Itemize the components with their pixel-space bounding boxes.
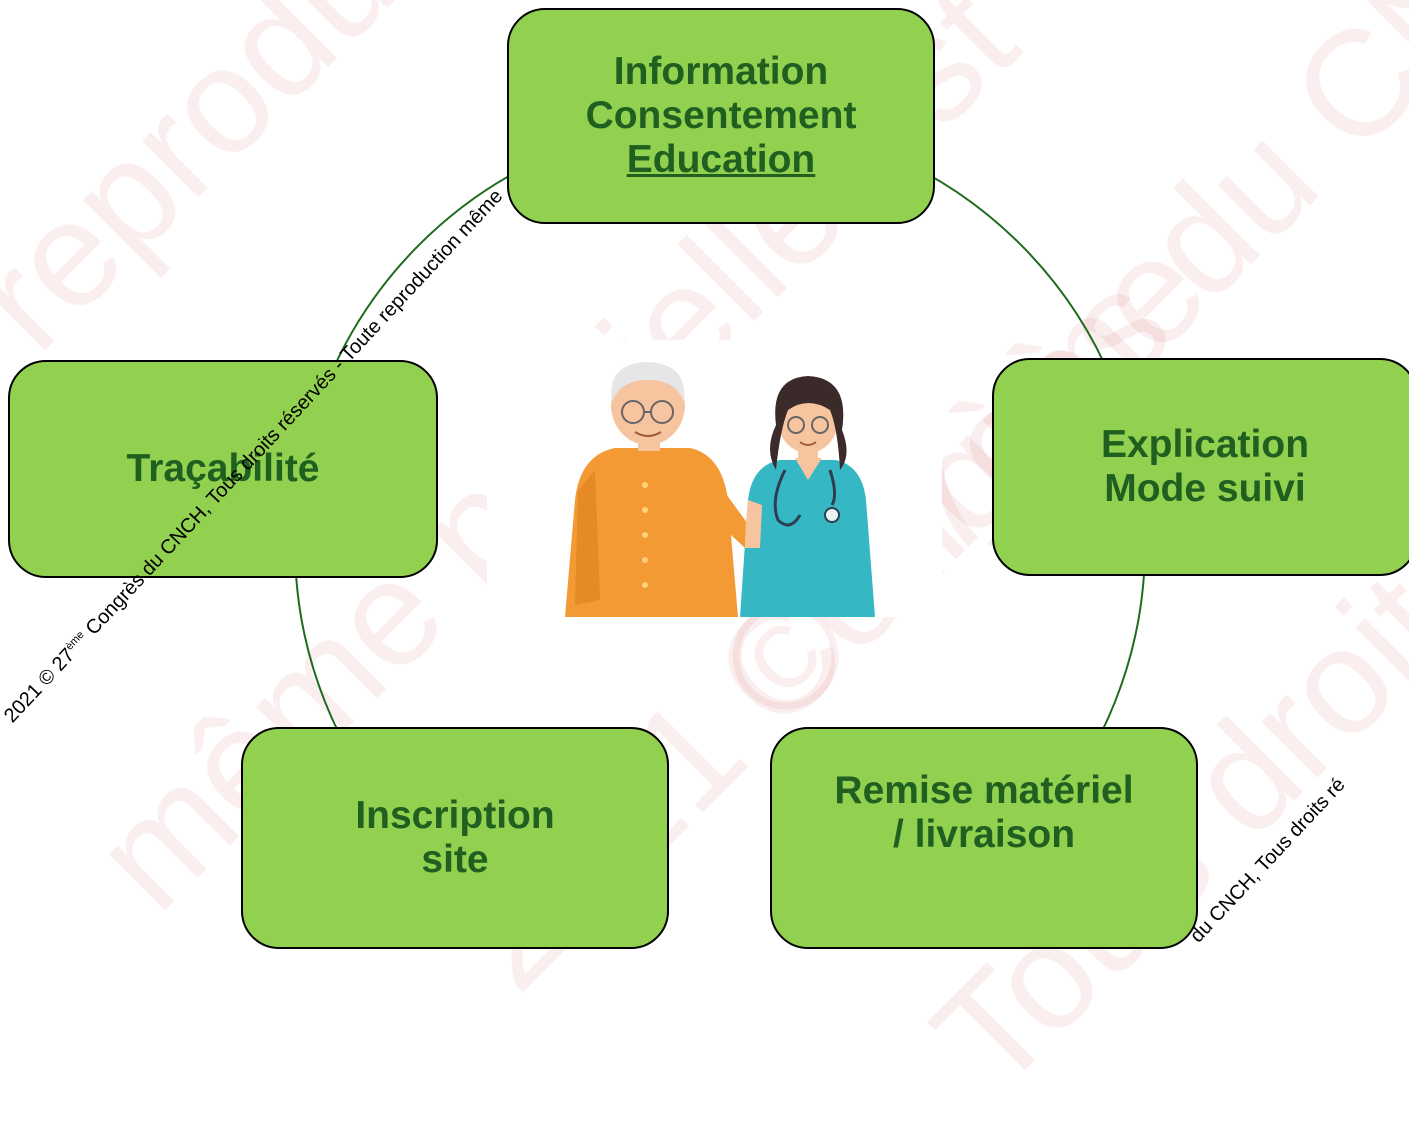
- node-information: Information Consentement Education: [507, 8, 935, 224]
- node-tracabilite: Traçabilité: [8, 360, 438, 578]
- node-inscription-line-2: site: [421, 838, 489, 881]
- node-information-line-1: Information: [613, 50, 829, 93]
- node-remise-line-1: Remise matériel: [834, 769, 1134, 812]
- node-tracabilite-line-1: Traçabilité: [126, 447, 320, 490]
- patient-nurse-illustration: [487, 340, 942, 617]
- node-information-line-2: Consentement: [585, 94, 857, 137]
- elderly-man-figure: [565, 362, 758, 617]
- node-explication: Explication Mode suivi: [992, 358, 1409, 576]
- node-explication-line-2: Mode suivi: [1104, 467, 1306, 510]
- nurse-figure: [740, 376, 875, 617]
- node-information-line-3: Education: [626, 138, 816, 181]
- node-remise-line-2: / livraison: [892, 813, 1076, 856]
- node-inscription-line-1: Inscription: [355, 794, 555, 837]
- node-explication-line-1: Explication: [1100, 423, 1310, 466]
- node-remise: Remise matériel / livraison: [770, 727, 1198, 949]
- node-inscription: Inscription site: [241, 727, 669, 949]
- cycle-diagram: [294, 119, 1146, 939]
